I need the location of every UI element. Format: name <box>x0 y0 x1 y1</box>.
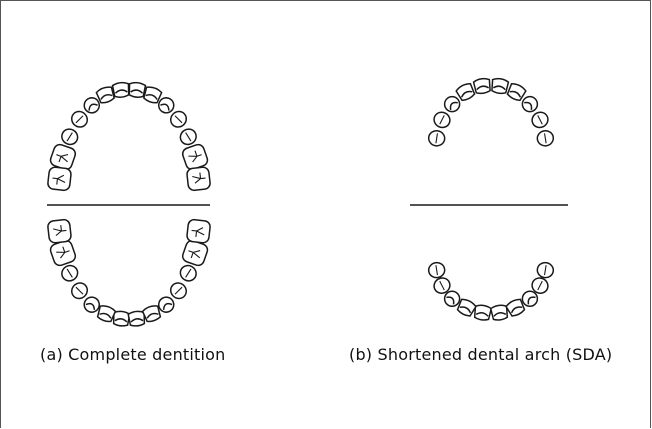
caption-complete-dentition: (a) Complete dentition <box>40 345 225 364</box>
tooth-sda-upper-right-4 <box>529 110 550 131</box>
tooth-complete-upper-right-7 <box>186 167 210 191</box>
tooth-sda-upper-left-1 <box>473 78 491 95</box>
tooth-complete-upper-right-1 <box>128 82 146 98</box>
tooth-complete-lower-left-7 <box>47 219 71 243</box>
tooth-sda-upper-left-5 <box>428 130 446 147</box>
tooth-complete-lower-right-5 <box>178 263 200 284</box>
tooth-sda-upper-right-1 <box>491 78 509 95</box>
tooth-sda-upper-right-5 <box>536 130 554 147</box>
tooth-complete-upper-right-5 <box>178 126 200 147</box>
tooth-complete-upper-left-5 <box>59 126 81 147</box>
tooth-sda-upper-left-4 <box>431 110 452 131</box>
tooth-complete-lower-left-5 <box>59 263 81 284</box>
tooth-sda-lower-left-5 <box>428 261 446 278</box>
tooth-sda-lower-right-5 <box>536 261 554 278</box>
tooth-complete-upper-left-7 <box>47 167 71 191</box>
caption-shortened-dental-arch: (b) Shortened dental arch (SDA) <box>349 345 612 364</box>
tooth-complete-upper-left-1 <box>112 82 130 98</box>
tooth-complete-lower-right-7 <box>186 219 210 243</box>
